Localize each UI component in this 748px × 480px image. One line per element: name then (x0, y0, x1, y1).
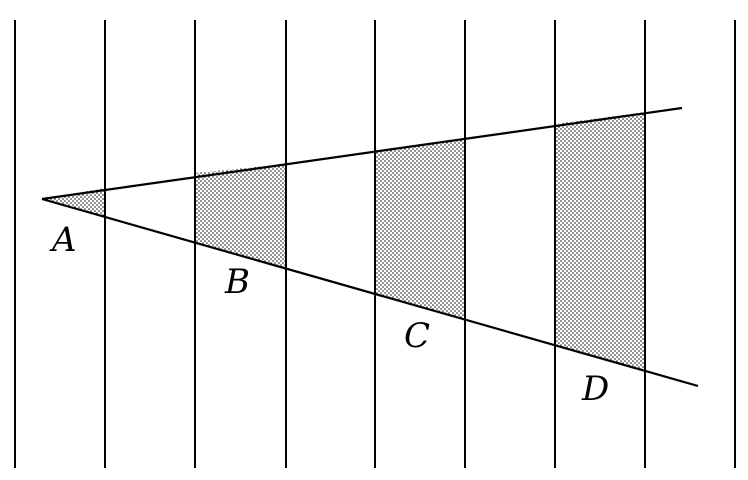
shaded-regions (42, 112, 645, 372)
label-c: C (404, 316, 430, 356)
label-a: A (49, 220, 77, 260)
label-b: B (224, 262, 250, 302)
shaded-region-b (195, 164, 286, 270)
parallel-lines (14, 20, 736, 468)
shaded-region-a (42, 188, 105, 217)
label-d: D (581, 369, 609, 409)
shaded-region-c (375, 140, 465, 320)
angle-rays (41, 106, 699, 388)
region-labels: A B C D (49, 220, 609, 409)
shaded-region-d (555, 112, 645, 372)
lower-ray (41, 197, 699, 388)
upper-ray (41, 106, 683, 201)
